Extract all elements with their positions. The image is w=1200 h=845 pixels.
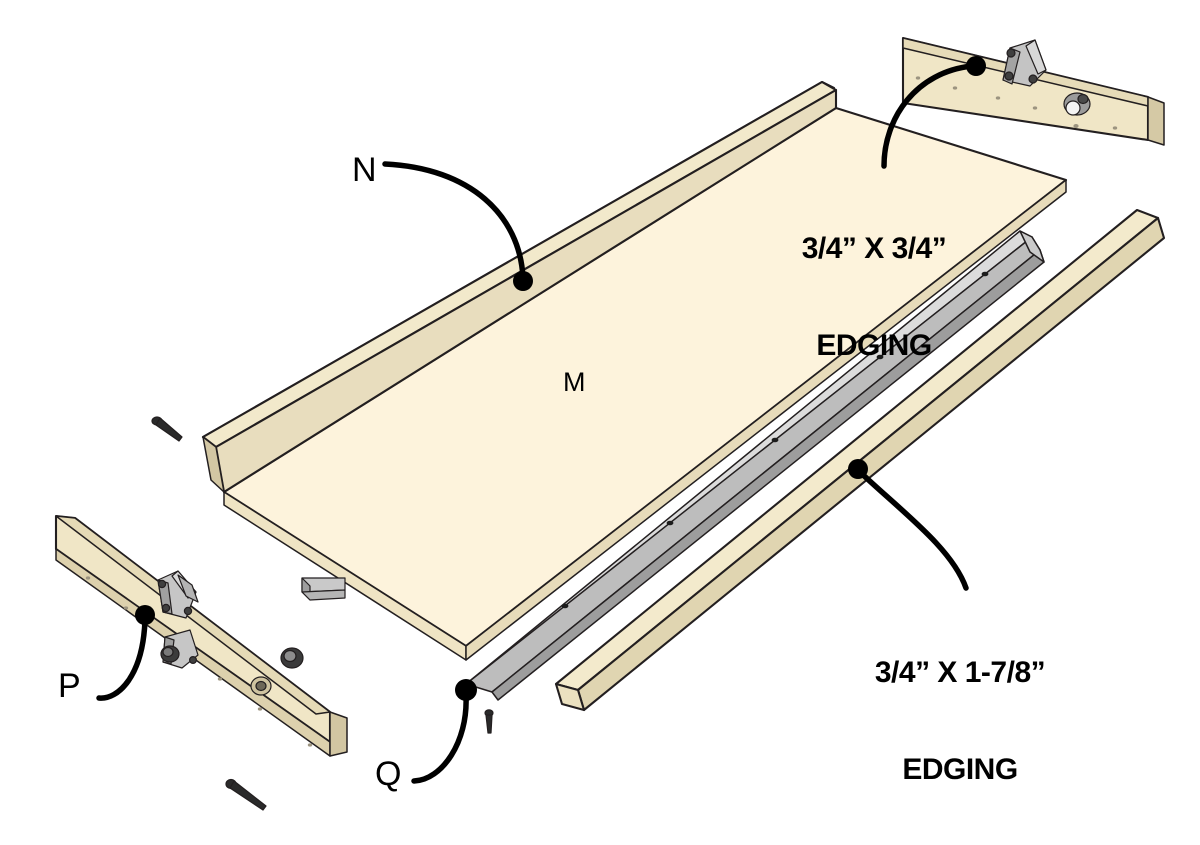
metal-drawer-slide-group — [465, 230, 1045, 701]
back-rail-left-end — [202, 436, 225, 493]
side-rail-p-face — [54, 514, 332, 744]
leader-line-q — [411, 693, 469, 784]
part-label-n: N — [352, 151, 377, 189]
part-label-m: M — [563, 367, 586, 397]
edging-label-small: 3/4” X 3/4” EDGING — [779, 168, 969, 427]
side-rail-p-holes — [85, 576, 313, 747]
part-label-q: Q — [375, 755, 402, 793]
upper-rail-cam-fitting — [1063, 92, 1091, 116]
edging-label-wide: 3/4” X 1-7/8” EDGING — [840, 592, 1080, 845]
panel-assembly-group — [201, 80, 1068, 661]
leader-line-p — [96, 617, 148, 701]
side-rail-p-end-cap — [329, 711, 348, 757]
edging-strip-group — [554, 208, 1166, 712]
screw-lower-left — [225, 778, 267, 811]
leader-line-n — [382, 161, 526, 281]
upper-side-rail-group — [901, 36, 1165, 146]
side-rail-p-bracket-upper — [157, 570, 199, 619]
side-rail-p-cam-fitting — [280, 647, 304, 669]
slide-stub — [301, 577, 346, 601]
edging-label-small-line2: EDGING — [816, 328, 932, 362]
edging-label-wide-line1: 3/4” X 1-7/8” — [874, 655, 1046, 689]
side-rail-p-group — [54, 514, 348, 757]
edging-label-small-line1: 3/4” X 3/4” — [801, 231, 947, 265]
part-label-p: P — [58, 667, 81, 705]
screw-center-bottom — [484, 709, 494, 734]
edging-strip-end-face — [554, 682, 586, 712]
drawer-slide-screw-holes — [561, 271, 989, 609]
leader-dot-p — [135, 605, 155, 625]
drawer-slide-end-cap — [1019, 230, 1045, 263]
loose-screws-group — [151, 416, 494, 811]
leader-dot-q — [455, 679, 477, 701]
upper-rail-bracket — [1002, 39, 1047, 87]
drawer-bottom-panel-front-edge — [465, 179, 1067, 661]
screw-upper-left — [151, 416, 183, 442]
side-rail-p-bracket-lower — [160, 629, 199, 669]
leader-line-edging-small — [881, 63, 975, 169]
leader-dot-edging-small — [966, 56, 986, 76]
upper-side-rail-end-cap — [1147, 96, 1165, 146]
leader-lines-group — [96, 56, 986, 784]
upper-rail-holes — [915, 76, 1118, 130]
side-rail-p-cam-hole — [250, 676, 272, 696]
leader-line-edging-wide — [857, 469, 969, 591]
leader-dot-n — [513, 271, 533, 291]
edging-label-wide-line2: EDGING — [902, 752, 1018, 786]
leader-dot-edging-wide — [848, 459, 868, 479]
